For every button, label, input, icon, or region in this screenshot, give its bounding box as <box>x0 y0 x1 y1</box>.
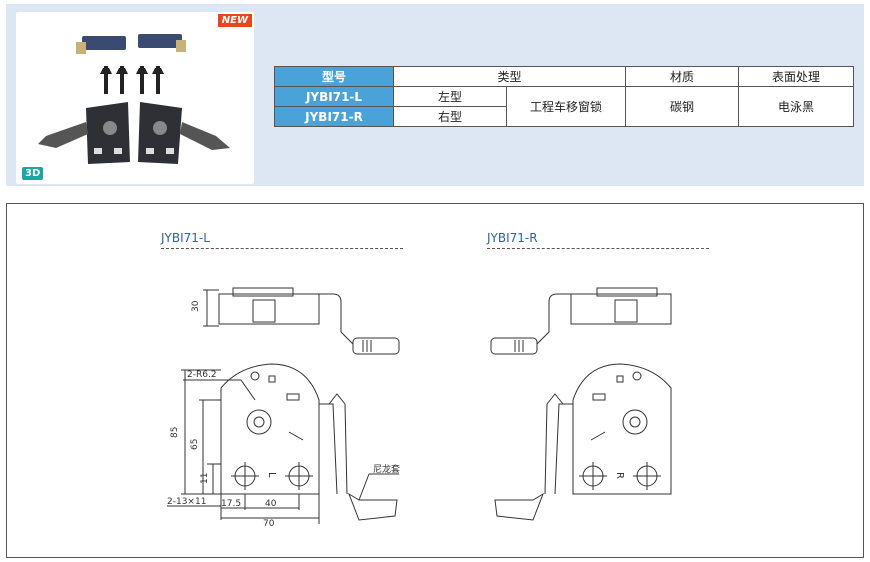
mark-r: R <box>614 472 625 479</box>
finish-cell: 电泳黑 <box>738 86 854 127</box>
header-material: 材质 <box>625 66 739 87</box>
header-finish: 表面处理 <box>738 66 854 87</box>
left-title-underline <box>161 248 403 249</box>
new-badge: NEW <box>217 14 252 27</box>
product-photo: NEW 3D <box>16 12 254 184</box>
dim-span-40: 40 <box>265 499 277 509</box>
spec-table: 型号 类型 材质 表面处理 JYBI71-L 左型 工程车移窗锁 碳钢 电泳黑 … <box>274 66 854 127</box>
header-type: 类型 <box>393 66 626 87</box>
mark-l: L <box>266 472 277 478</box>
dim-height-11: 11 <box>200 473 210 484</box>
side-cell: 右型 <box>393 106 507 127</box>
dim-height-65: 65 <box>190 439 200 450</box>
material-cell: 碳钢 <box>625 86 739 127</box>
right-view-title: JYBI71-R <box>487 231 538 245</box>
drawing-canvas: 30 2-R6.2 85 65 11 2-13×11 17.5 40 70 尼龙… <box>167 287 672 529</box>
header-model: 型号 <box>274 66 394 87</box>
type-cell: 工程车移窗锁 <box>506 86 626 127</box>
dim-width-70: 70 <box>263 519 275 529</box>
technical-drawing-frame: JYBI71-L JYBI71-R <box>6 203 864 558</box>
dim-radius: 2-R6.2 <box>187 370 217 380</box>
dim-offset: 17.5 <box>221 499 241 509</box>
label-nylon-sleeve: 尼龙套 <box>373 463 400 475</box>
product-image <box>38 34 230 164</box>
table-header-row: 型号 类型 材质 表面处理 <box>274 66 854 87</box>
model-cell: JYBI71-R <box>274 106 394 127</box>
side-cell: 左型 <box>393 86 507 107</box>
product-info-panel: NEW 3D 型号 类型 材质 表面处理 JYBI71-L 左型 工程车移窗锁 … <box>6 4 864 186</box>
right-title-underline <box>487 248 709 249</box>
dim-slot: 2-13×11 <box>167 497 206 507</box>
table-row: JYBI71-R 右型 <box>274 106 854 127</box>
model-cell: JYBI71-L <box>274 86 394 107</box>
dim-height-85: 85 <box>170 427 180 438</box>
dim-height-30: 30 <box>191 300 201 312</box>
table-row: JYBI71-L 左型 工程车移窗锁 碳钢 电泳黑 <box>274 86 854 127</box>
left-view-title: JYBI71-L <box>161 231 210 245</box>
3d-badge[interactable]: 3D <box>22 167 44 180</box>
